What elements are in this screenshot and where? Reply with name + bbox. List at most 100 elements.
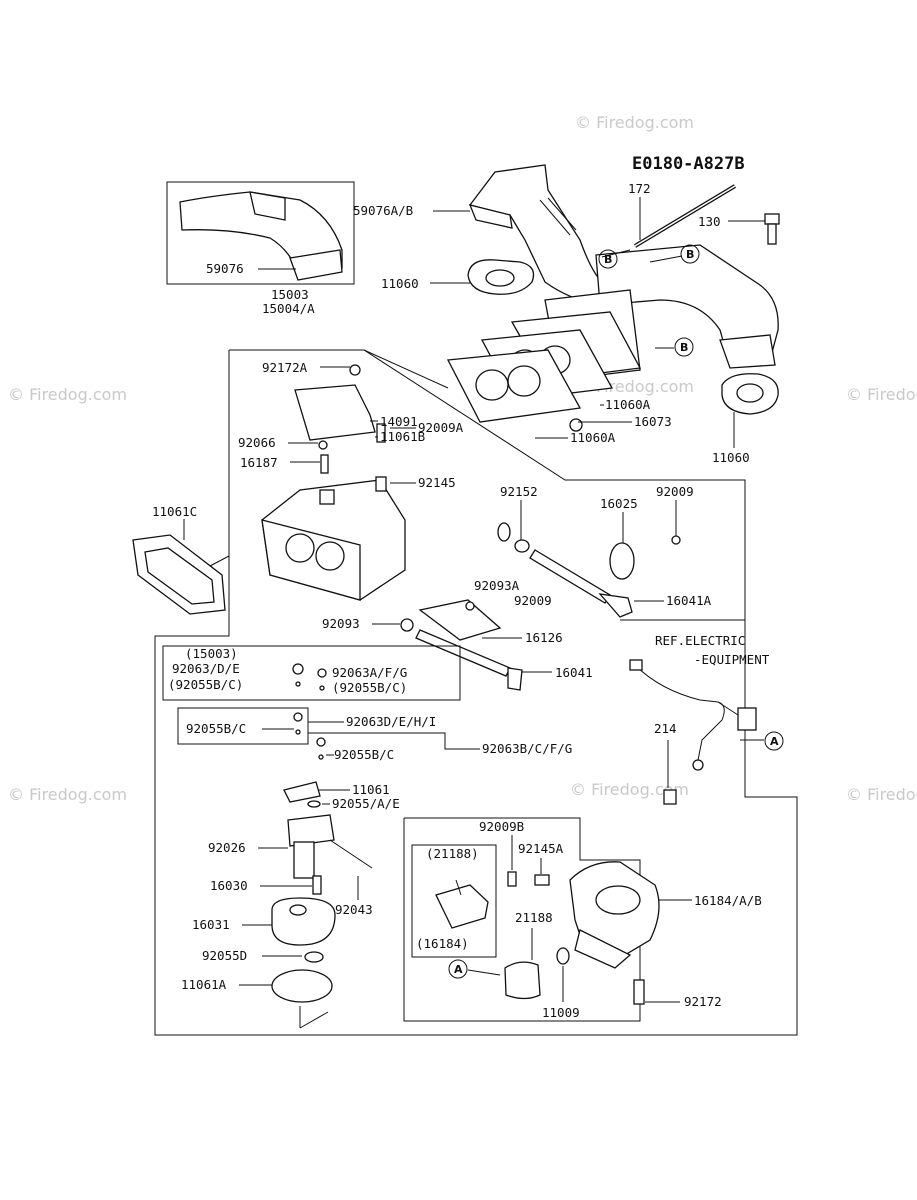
manifold-port-right: [719, 334, 776, 369]
label-92063bcfg: 92063B/C/F/G: [482, 741, 572, 756]
jet-92055bc-d: [318, 754, 324, 760]
label-92055bc-b: 92055B/C: [334, 747, 394, 762]
washer-92093a: [514, 539, 530, 553]
spring-92145: [375, 476, 387, 492]
float-body: [293, 841, 315, 879]
label-92055d: 92055D: [202, 948, 247, 963]
label-92063de: 92063/D/E: [172, 661, 240, 676]
carb-bore-1: [285, 533, 315, 563]
label-21188-paren: (21188): [426, 846, 479, 861]
leader-21188-inset: [455, 879, 462, 896]
jet-92055bc: [295, 681, 301, 687]
label-92009b: 92009B: [479, 819, 524, 834]
gasket-11061: [283, 781, 321, 803]
screw-92009-r: [671, 535, 681, 545]
label-92009-r: 92009: [656, 484, 694, 499]
label-92043: 92043: [335, 902, 373, 917]
harness-wire: [634, 664, 725, 761]
shaft-16041: [415, 629, 511, 677]
chamber-box-frame: [403, 817, 641, 1022]
callout-a-right-text: A: [770, 735, 779, 748]
frame-to-gaskets: [363, 349, 449, 389]
label-11061b: 11061B: [380, 429, 425, 444]
label-92145: 92145: [418, 475, 456, 490]
callout-b-2-text: B: [686, 248, 694, 261]
label-11061a: 11061A: [181, 977, 227, 992]
main-outline: [154, 349, 798, 1036]
label-92009a: 92009A: [418, 420, 464, 435]
ref-electric-1: REF.ELECTRIC: [655, 633, 745, 648]
emulsion-92026: [287, 814, 335, 847]
watermark-5: © Firedog.com: [575, 113, 694, 132]
callout-b-3-text: B: [680, 341, 688, 354]
watermark-1: © Firedog.com: [8, 385, 127, 404]
label-92093: 92093: [322, 616, 360, 631]
label-16187: 16187: [240, 455, 278, 470]
gasket-11061c-inner: [144, 547, 215, 605]
carb-front-face: [261, 519, 361, 601]
label-92172: 92172: [684, 994, 722, 1009]
label-14091: 14091: [380, 414, 418, 429]
screw-92009a: [376, 423, 386, 443]
label-92063dehi: 92063D/E/H/I: [346, 714, 436, 729]
harness-branch: [717, 701, 739, 716]
label-172: 172: [628, 181, 651, 196]
label-92055bc-a: 92055B/C: [186, 721, 246, 736]
chamber-opening: [595, 885, 641, 915]
connector-end: [629, 659, 643, 671]
frame-diag: [209, 555, 230, 567]
screw-214: [663, 789, 677, 805]
screw-92172a: [349, 364, 361, 376]
label-16041a: 16041A: [666, 593, 712, 608]
screw-92009b: [507, 871, 517, 887]
oring-11009: [556, 947, 570, 965]
throttle-parts: [400, 522, 681, 691]
valve-21188: [504, 961, 541, 1000]
elbow-inset-foot: [289, 249, 343, 281]
label-92145a: 92145A: [518, 841, 564, 856]
leader-92063bcfg: [307, 732, 480, 750]
screw-16187: [320, 454, 329, 474]
screw-92009-mid: [465, 601, 475, 611]
spring-92145a: [534, 874, 550, 886]
oring-92055ae: [307, 800, 321, 808]
gasket-11060a-2-hole-a: [475, 369, 509, 401]
electric-equipment: [629, 659, 757, 805]
label-92026: 92026: [208, 840, 246, 855]
label-59076ab: 59076A/B: [353, 203, 413, 218]
ref-electric-2: -EQUIPMENT: [694, 652, 770, 667]
intake-flange: [468, 204, 513, 229]
label-130: 130: [698, 214, 721, 229]
watermark-4: © Firedog.com: [846, 785, 917, 804]
label-59076: 59076: [206, 261, 244, 276]
lever-16041: [507, 667, 523, 691]
seal-92152: [497, 522, 511, 542]
carb-cap: [319, 489, 335, 505]
float-bowl-parts: [177, 707, 373, 1029]
label-11009: 11009: [542, 1005, 580, 1020]
part-labels: 59076A/B 59076 172 130 11060 15003 15004…: [152, 181, 770, 1020]
watermark-7: © Firedog.com: [570, 780, 689, 799]
jets-box: [162, 645, 461, 701]
jets-subbox-frame: [177, 707, 309, 745]
watermark-3: © Firedog.com: [8, 785, 127, 804]
label-16041: 16041: [555, 665, 593, 680]
callout-a-lower: [448, 959, 468, 979]
valve-21188-inset: [435, 884, 489, 929]
oring-92066: [318, 440, 328, 450]
cover-14091: [294, 384, 376, 441]
bowl-stub-2: [299, 1011, 329, 1029]
gasket-11060a-2-hole-b: [507, 365, 541, 397]
label-11060a-1: 11060A: [605, 397, 651, 412]
jets-box-frame: [162, 645, 461, 701]
callout-b-1: [598, 249, 618, 269]
label-11060a-2: 11060A: [570, 430, 616, 445]
jet-92063dehi: [293, 712, 303, 722]
label-16184-paren: (16184): [416, 936, 469, 951]
label-16184ab: 16184/A/B: [694, 893, 762, 908]
label-16025: 16025: [600, 496, 638, 511]
label-92172a: 92172A: [262, 360, 308, 375]
label-92009-mid: 92009: [514, 593, 552, 608]
pipe-slot-2: [547, 197, 577, 231]
watermarks: © Firedog.com © Firedog.com © Firedog.co…: [8, 113, 917, 804]
